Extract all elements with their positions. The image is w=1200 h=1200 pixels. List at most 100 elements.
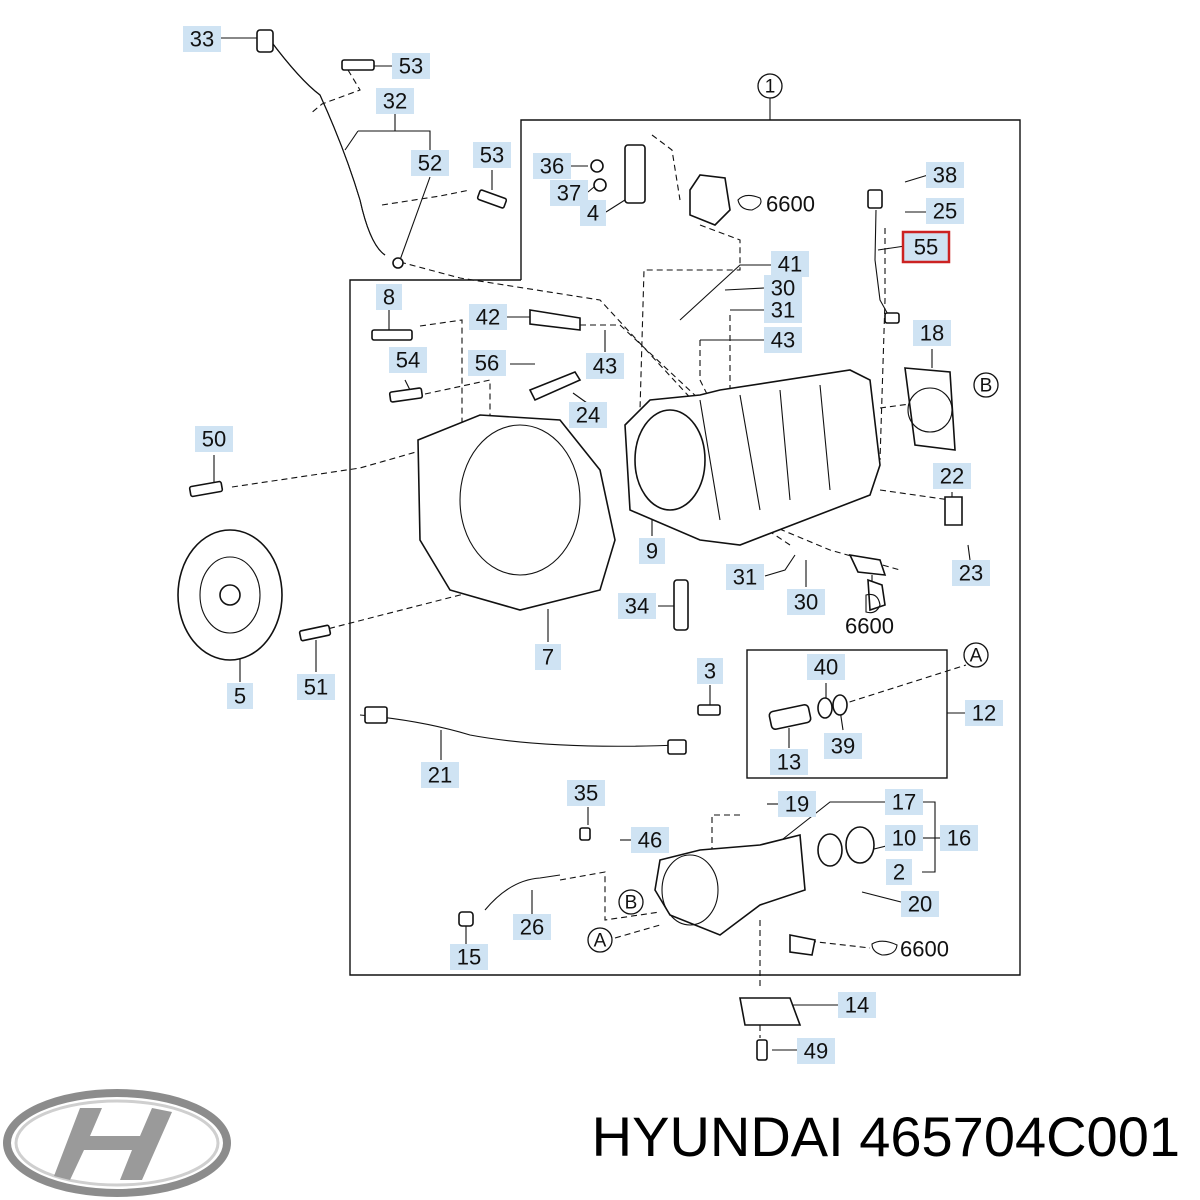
svg-text:42: 42 <box>476 305 500 330</box>
callout-51: 51 <box>297 674 335 700</box>
callout-24: 24 <box>569 402 607 428</box>
hyundai-logo-icon <box>3 1089 231 1197</box>
callout-53: 53 <box>473 142 511 168</box>
callout-13: 13 <box>770 749 808 775</box>
callout-33: 33 <box>183 26 221 52</box>
callout-30: 30 <box>787 589 825 615</box>
callout-12: 12 <box>965 700 1003 726</box>
svg-text:43: 43 <box>593 354 617 379</box>
svg-text:51: 51 <box>304 675 328 700</box>
callout-43: 43 <box>586 353 624 379</box>
callout-22: 22 <box>933 463 971 489</box>
callout-41: 41 <box>771 251 809 277</box>
svg-text:25: 25 <box>933 199 957 224</box>
callout-53: 53 <box>392 53 430 79</box>
svg-text:49: 49 <box>804 1039 828 1064</box>
svg-text:B: B <box>980 376 993 397</box>
callout-34: 34 <box>618 593 656 619</box>
callout-3: 3 <box>697 658 723 684</box>
part-drawings <box>177 29 963 1061</box>
callout-10: 10 <box>885 825 923 851</box>
svg-text:18: 18 <box>920 321 944 346</box>
svg-text:7: 7 <box>542 645 554 670</box>
svg-text:41: 41 <box>778 252 802 277</box>
assembly-frame <box>349 98 1021 976</box>
svg-text:40: 40 <box>814 655 838 680</box>
callout-38: 38 <box>926 162 964 188</box>
callout-56: 56 <box>468 350 506 376</box>
svg-text:52: 52 <box>418 151 442 176</box>
circle-label-B: B <box>973 372 999 398</box>
callout-21: 21 <box>421 762 459 788</box>
callout-32: 32 <box>376 88 414 114</box>
svg-text:8: 8 <box>383 285 395 310</box>
svg-text:56: 56 <box>475 351 499 376</box>
svg-text:55: 55 <box>914 235 938 260</box>
callout-46: 46 <box>631 827 669 853</box>
callout-14: 14 <box>838 992 876 1018</box>
svg-text:14: 14 <box>845 993 869 1018</box>
svg-text:30: 30 <box>771 276 795 301</box>
svg-text:10: 10 <box>892 826 916 851</box>
part-caption: HYUNDAI 465704C001 <box>592 1104 1180 1169</box>
callout-49: 49 <box>797 1038 835 1064</box>
callout-30: 30 <box>764 275 802 301</box>
svg-text:38: 38 <box>933 163 957 188</box>
callout-8: 8 <box>376 284 402 310</box>
callout-26: 26 <box>513 914 551 940</box>
callout-4: 4 <box>580 200 606 226</box>
callout-5: 5 <box>227 683 253 709</box>
svg-text:12: 12 <box>972 701 996 726</box>
callout-20: 20 <box>901 891 939 917</box>
callout-31: 31 <box>726 564 764 590</box>
ref-label-6600: 6600 <box>900 937 949 962</box>
callout-16: 16 <box>940 825 978 851</box>
svg-text:1: 1 <box>765 77 776 98</box>
svg-text:36: 36 <box>540 154 564 179</box>
svg-text:32: 32 <box>383 89 407 114</box>
svg-text:13: 13 <box>777 750 801 775</box>
callout-55: 55 <box>901 230 951 264</box>
ref-label-6600: 6600 <box>845 614 894 639</box>
circle-label-1: 1 <box>757 73 783 99</box>
svg-text:33: 33 <box>190 27 214 52</box>
callout-37: 37 <box>550 180 588 206</box>
circle-label-B: B <box>618 889 644 915</box>
callout-31: 31 <box>764 297 802 323</box>
callout-42: 42 <box>469 304 507 330</box>
svg-text:4: 4 <box>587 201 599 226</box>
svg-text:31: 31 <box>771 298 795 323</box>
part-number: 465704C001 <box>859 1105 1180 1168</box>
circle-label-A: A <box>963 642 989 668</box>
svg-text:A: A <box>594 931 607 952</box>
svg-text:43: 43 <box>771 328 795 353</box>
svg-text:2: 2 <box>893 860 905 885</box>
callout-17: 17 <box>885 789 923 815</box>
callout-7: 7 <box>535 644 561 670</box>
svg-text:50: 50 <box>202 427 226 452</box>
callout-43: 43 <box>764 327 802 353</box>
svg-text:46: 46 <box>638 828 662 853</box>
svg-text:17: 17 <box>892 790 916 815</box>
svg-text:23: 23 <box>959 561 983 586</box>
svg-text:37: 37 <box>557 181 581 206</box>
callout-23: 23 <box>952 560 990 586</box>
svg-text:53: 53 <box>399 54 423 79</box>
svg-text:20: 20 <box>908 892 932 917</box>
brand-footer: HYUNDAI 465704C001 <box>0 1080 1200 1200</box>
ref-label-6600: 6600 <box>766 192 815 217</box>
svg-text:53: 53 <box>480 143 504 168</box>
svg-text:34: 34 <box>625 594 649 619</box>
svg-text:A: A <box>970 646 983 667</box>
circle-label-A: A <box>587 927 613 953</box>
callout-52: 52 <box>411 150 449 176</box>
callout-35: 35 <box>567 780 605 806</box>
callout-25: 25 <box>926 198 964 224</box>
svg-text:16: 16 <box>947 826 971 851</box>
callout-15: 15 <box>450 944 488 970</box>
svg-text:5: 5 <box>234 684 246 709</box>
svg-text:24: 24 <box>576 403 600 428</box>
svg-text:15: 15 <box>457 945 481 970</box>
svg-text:39: 39 <box>831 734 855 759</box>
